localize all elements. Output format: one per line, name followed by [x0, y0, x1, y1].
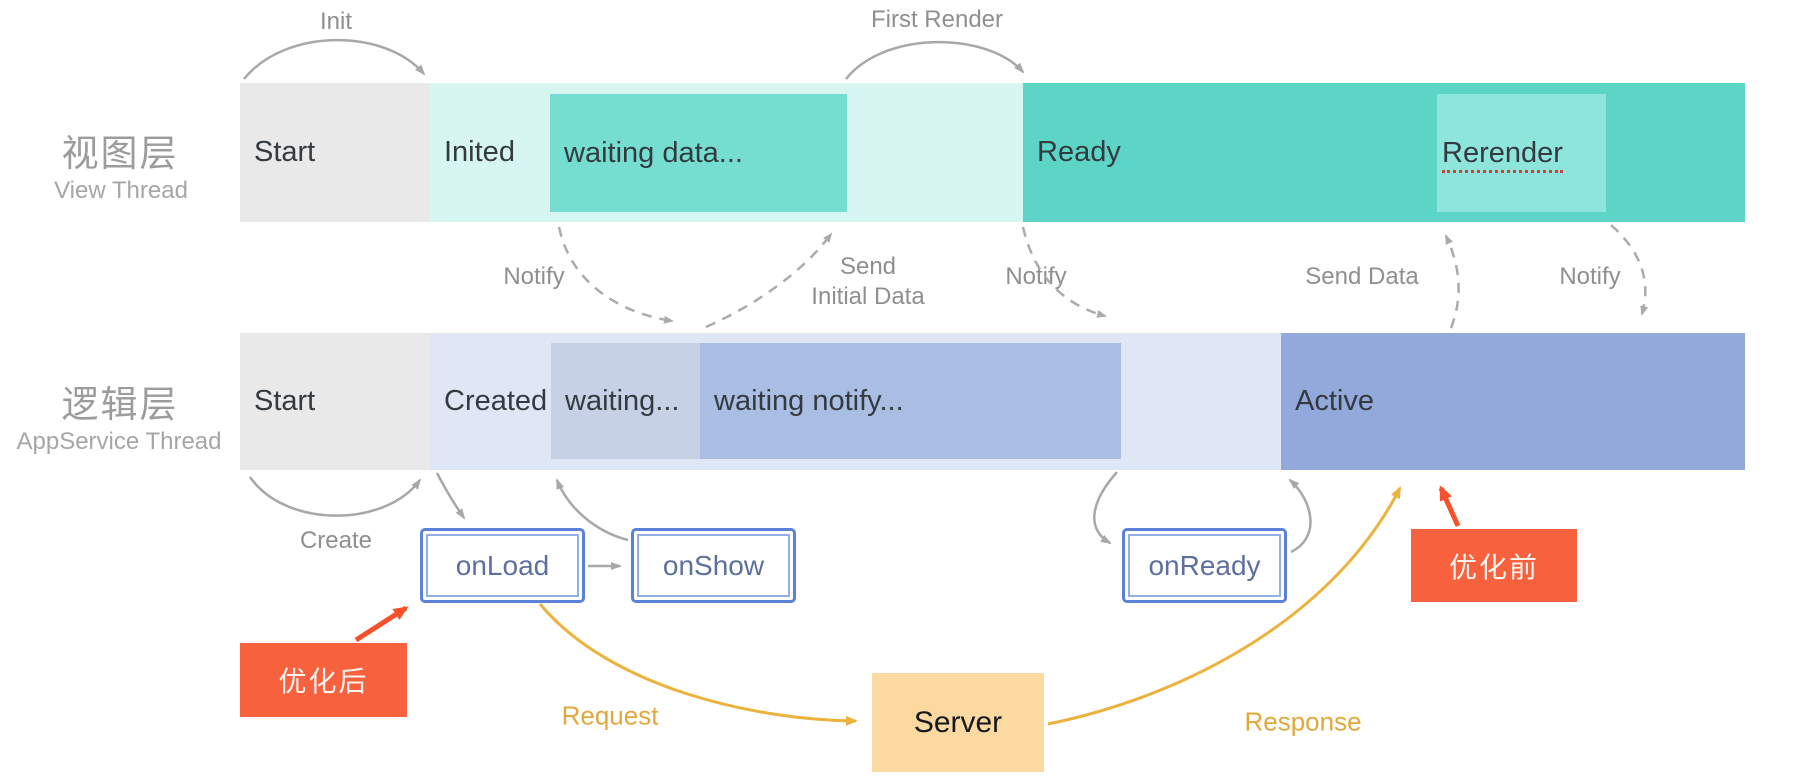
onready-to-bar-arrow — [1288, 478, 1312, 554]
optimize-after-arrow — [354, 605, 409, 643]
logic-active-label: Active — [1295, 385, 1374, 417]
logic-waiting-label: waiting... — [565, 384, 680, 417]
send-initial-data-label: Send Initial Data — [811, 252, 924, 312]
view-segment-ready: Ready — [1023, 83, 1745, 222]
view-thread-title-zh: 视图层 — [61, 133, 179, 174]
optimize-after-box: 优化后 — [240, 643, 407, 717]
logic-waiting-box: waiting... — [551, 343, 700, 459]
first-render-arc-arrow — [845, 40, 1025, 80]
logic-waiting-notify-box: waiting notify... — [700, 343, 1121, 459]
notify-label-2: Notify — [1005, 263, 1067, 290]
onload-label: onLoad — [455, 549, 550, 581]
appservice-thread-title-zh: 逻辑层 — [61, 384, 179, 425]
logic-created-label: Created — [444, 385, 548, 417]
view-ready-label: Ready — [1037, 136, 1121, 168]
appservice-thread-title-en: AppService Thread — [16, 428, 222, 455]
onshow-label: onShow — [662, 549, 765, 581]
send-initial-line2: Initial Data — [811, 283, 925, 310]
init-label: Init — [319, 8, 353, 35]
logic-segment-active: Active — [1281, 333, 1745, 470]
logic-start-label: Start — [254, 385, 316, 417]
response-arrow — [1047, 486, 1402, 726]
logic-waiting-notify-label: waiting notify... — [714, 384, 904, 417]
onshow-box: onShow — [631, 528, 796, 603]
first-render-label: First Render — [870, 6, 1004, 33]
view-thread-bar: Start Inited Ready waiting data... Reren… — [240, 83, 1745, 222]
logic-segment-start: Start — [240, 333, 430, 470]
view-waiting-data-box: waiting data... — [550, 94, 847, 212]
view-segment-start: Start — [240, 83, 430, 222]
send-data-arrow — [1444, 234, 1460, 329]
view-waiting-data-label: waiting data... — [564, 136, 743, 169]
optimize-before-box: 优化前 — [1411, 529, 1577, 602]
server-box: Server — [872, 673, 1044, 772]
request-label: Request — [561, 700, 659, 731]
optimize-after-label: 优化后 — [278, 666, 369, 697]
init-arc-arrow — [243, 38, 426, 80]
send-data-label: Send Data — [1305, 263, 1419, 290]
onload-box: onLoad — [420, 528, 585, 603]
notify-arrow-1 — [557, 226, 674, 324]
view-inited-label: Inited — [444, 136, 515, 168]
optimize-before-label: 优化前 — [1448, 551, 1539, 583]
onready-label: onReady — [1148, 549, 1261, 581]
server-label: Server — [913, 705, 1003, 739]
onready-box: onReady — [1122, 528, 1287, 603]
create-label: Create — [299, 527, 373, 554]
view-rerender-box: Rerender — [1437, 94, 1606, 212]
bar-to-onload-arrow — [435, 472, 466, 520]
notify-label-3: Notify — [1559, 263, 1621, 290]
appservice-thread-bar: Start Created Active waiting... waiting … — [240, 333, 1745, 470]
response-label: Response — [1244, 706, 1362, 737]
create-arc-arrow — [248, 476, 422, 517]
view-rerender-label: Rerender — [1437, 136, 1563, 173]
bar-to-onready-arrow — [1093, 471, 1118, 545]
view-start-label: Start — [254, 136, 316, 168]
optimize-before-arrow — [1438, 485, 1461, 528]
notify-label-1: Notify — [503, 263, 565, 290]
view-thread-title-en: View Thread — [54, 177, 188, 204]
send-initial-line1: Send — [839, 253, 897, 280]
